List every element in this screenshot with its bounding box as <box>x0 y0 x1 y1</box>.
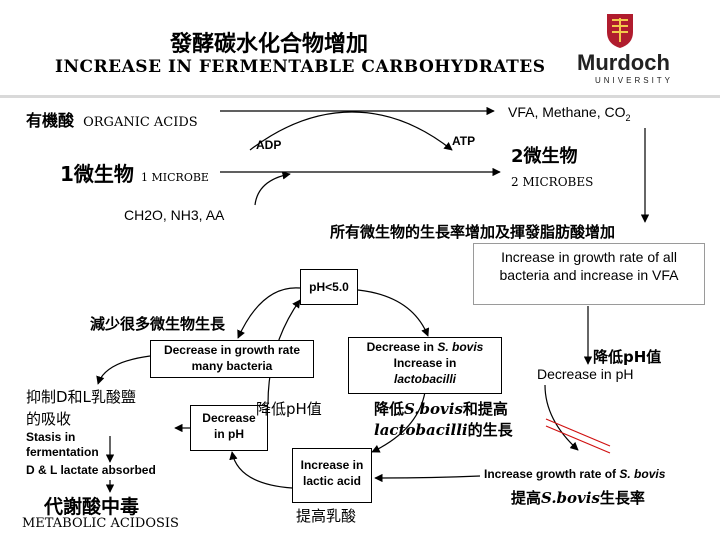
logo-name: Murdoch <box>577 50 670 75</box>
logo-subtitle: UNIVERSITY <box>595 76 674 85</box>
vfa-label: VFA, Methane, CO2 <box>508 104 631 123</box>
sbovis-cn-a: 降低 <box>374 400 405 418</box>
lower-ph-cn-right: 降低pH值 <box>593 348 662 366</box>
arrow-adp-atp <box>249 111 453 151</box>
vfa-subscript: 2 <box>625 112 631 123</box>
sbovis-box-b: S. bovis <box>437 340 484 354</box>
microbe1-label: 1微生物 1 MICROBE <box>60 158 209 187</box>
inhibit-cn-a: 抑制D和L乳酸鹽 <box>26 388 136 406</box>
murdoch-logo: Murdoch UNIVERSITY <box>575 12 670 85</box>
lactic-box: Increase in lactic acid <box>292 448 372 503</box>
header-band <box>0 0 720 98</box>
microbe2-cn: 2微生物 <box>511 146 578 167</box>
arrow-ph-to-sbovis <box>357 289 430 337</box>
substrates-label: CH2O, NH3, AA <box>124 207 225 223</box>
organic-acids-cn: 有機酸 <box>26 111 75 130</box>
sbovis-growth-cn-a: 提高 <box>511 489 542 507</box>
organic-acids-en: ORGANIC ACIDS <box>83 115 198 130</box>
sbovis-growth-cn-c: 生長率 <box>599 489 645 507</box>
growth-box: Increase in growth rate of all bacteria … <box>473 243 705 305</box>
sbovis-growth-label: Increase growth rate of S. bovis <box>484 467 665 481</box>
sbovis-growth-cn: 提高S.bovis生長率 <box>511 487 645 508</box>
vfa-text: VFA, Methane, CO <box>508 104 626 120</box>
arrow-growth-to-left <box>96 355 151 385</box>
atp-label: ATP <box>452 134 476 148</box>
red-strike-2 <box>545 425 611 454</box>
decrease-ph-right: Decrease in pH <box>537 366 634 382</box>
microbe2-en: 2 MICROBES <box>511 175 594 189</box>
sbovis-growth-b: S. bovis <box>619 467 666 481</box>
sbovis-cn-c: 和提高 <box>462 400 508 418</box>
crest-icon <box>607 14 633 48</box>
sbovis-growth-a: Increase growth rate of <box>484 467 620 481</box>
sbovis-growth-cn-b: S.bovis <box>541 489 600 507</box>
arrow-lactic-to-dph <box>229 451 293 489</box>
arrow-to-lactic <box>374 473 481 483</box>
sbovis-box-d: lactobacilli <box>393 372 457 386</box>
growth-note-cn: 所有微生物的生長率增加及揮發脂肪酸增加 <box>330 223 616 241</box>
decrease-ph-box: Decrease in pH <box>190 405 268 451</box>
sbovis-box-c: Increase in <box>393 356 457 370</box>
sbovis-cn-d: lactobacilli <box>374 421 468 439</box>
title-chinese: 發酵碳水化合物增加 <box>170 32 369 57</box>
stasis-label: Stasis in fermentation <box>26 430 99 459</box>
title-english: INCREASE IN FERMENTABLE CARBOHYDRATES <box>55 57 546 77</box>
sbovis-box-a: Decrease in <box>366 340 438 354</box>
lower-ph-cn-center: 降低pH值 <box>256 400 322 418</box>
lactic-cn: 提高乳酸 <box>296 507 357 525</box>
header-rule <box>0 95 720 98</box>
sbovis-cn-e: 的生長 <box>467 421 513 439</box>
arrow-substrates <box>254 171 291 206</box>
adp-label: ADP <box>256 138 282 152</box>
organic-acids-label: 有機酸 ORGANIC ACIDS <box>26 107 198 131</box>
ph-box: pH<5.0 <box>300 269 358 305</box>
arrow-ph-sbovis <box>544 384 579 451</box>
arrow-sbovis-to-lactic <box>371 391 426 453</box>
sbovis-box: Decrease in S. bovis Increase in lactoba… <box>348 337 502 394</box>
microbe1-en: 1 MICROBE <box>141 171 209 184</box>
dl-label: D & L lactate absorbed <box>26 463 156 477</box>
reduce-growth-cn: 減少很多微生物生長 <box>90 315 226 333</box>
sbovis-cn-b: S.bovis <box>404 400 463 418</box>
sbovis-cn-label: 降低S.bovis和提高 lactobacilli的生長 <box>374 398 513 440</box>
acidosis-en: METABOLIC ACIDOSIS <box>22 516 179 531</box>
red-strike-1 <box>545 418 611 447</box>
inhibit-cn-b: 的吸收 <box>26 410 72 428</box>
microbe1-cn: 1微生物 <box>60 162 134 186</box>
arrow-ph-to-growth <box>237 287 301 339</box>
decrease-growth-box: Decrease in growth rate many bacteria <box>150 340 314 378</box>
acidosis-cn: 代謝酸中毒 <box>44 496 140 518</box>
